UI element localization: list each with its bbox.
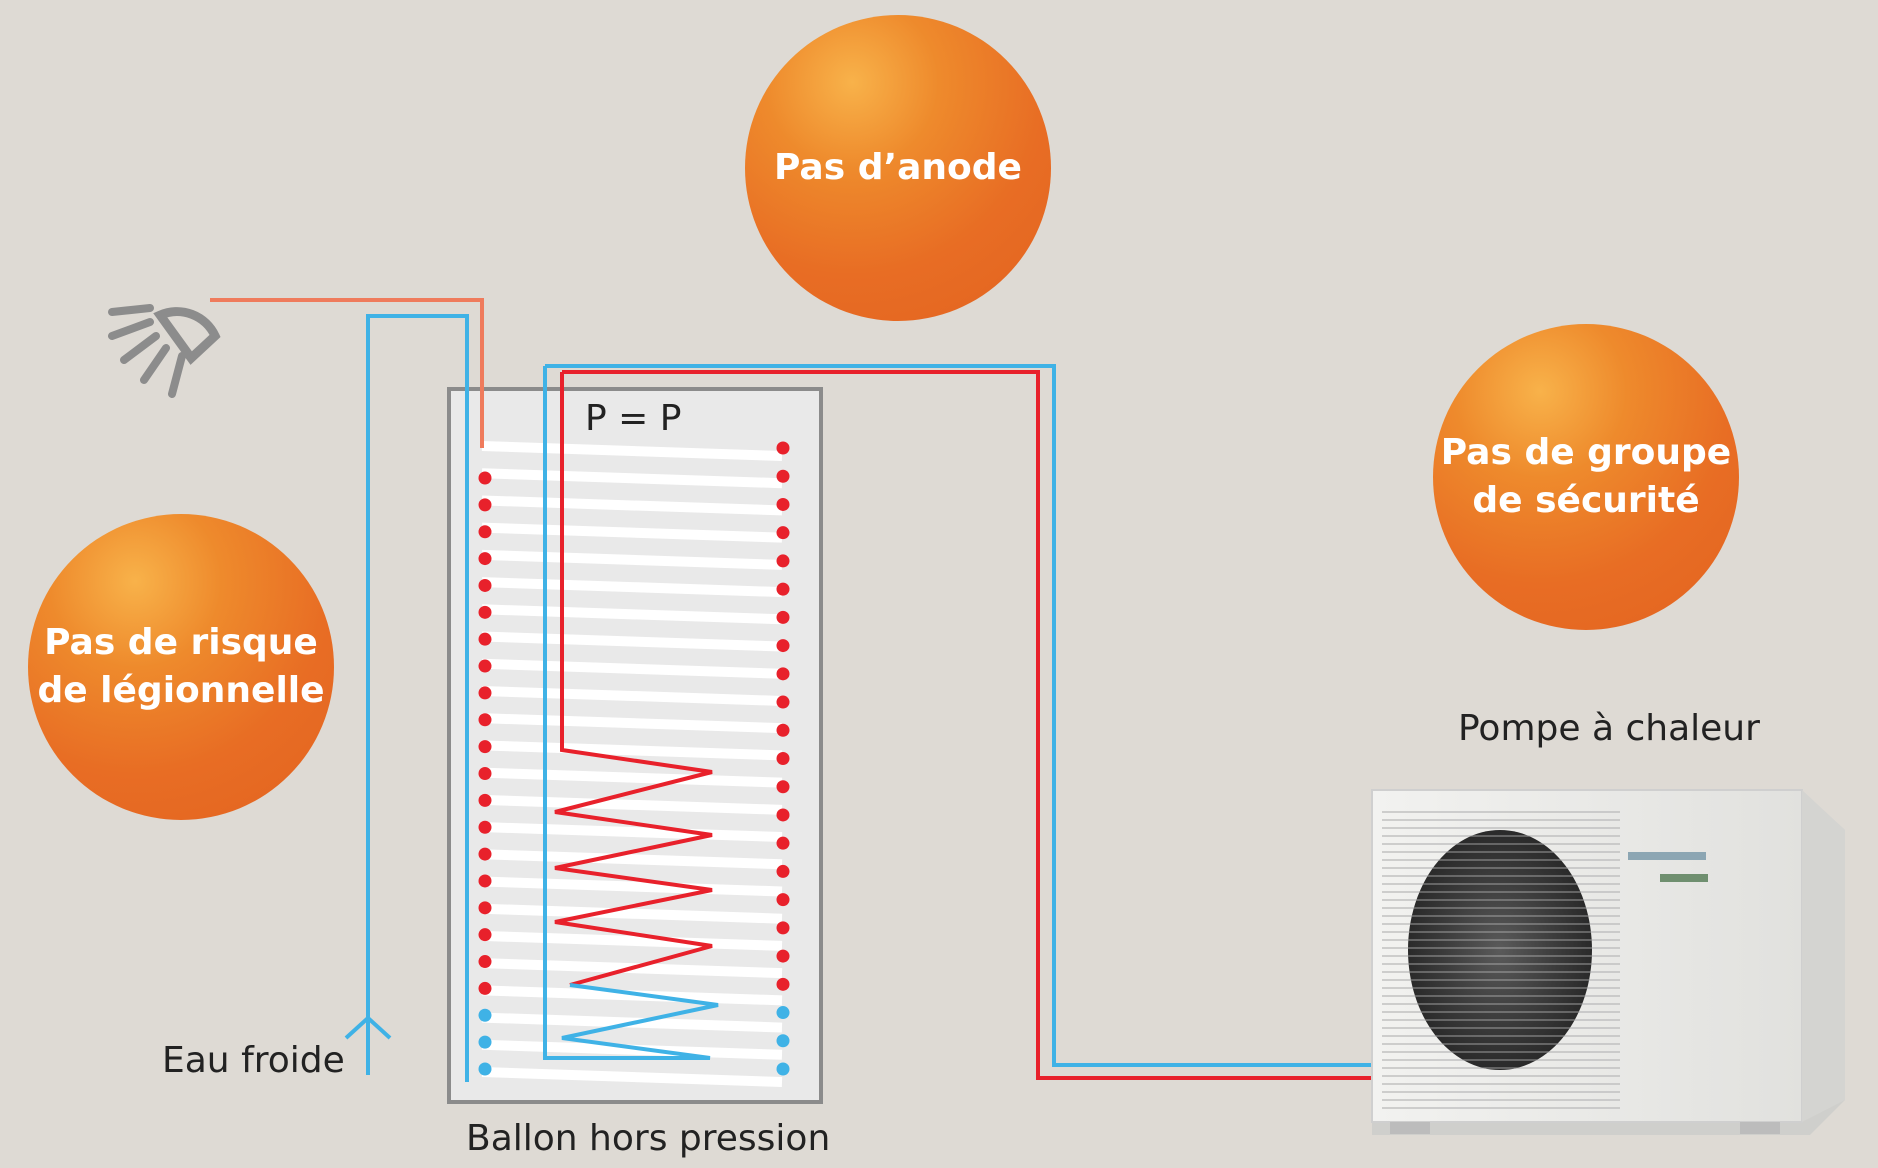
tank-dot bbox=[776, 639, 790, 653]
tank-dot bbox=[776, 836, 790, 850]
tank-layer-line bbox=[481, 658, 783, 679]
tank-dot bbox=[478, 659, 492, 673]
no-safety-group-line-2: de sécurité bbox=[1472, 480, 1700, 521]
tank-layer-line bbox=[481, 577, 783, 598]
tank-dot bbox=[776, 893, 790, 907]
cold-pipe-to-heat-pump bbox=[545, 364, 1372, 1067]
shower-head-icon bbox=[108, 304, 221, 398]
tank-layer-line bbox=[481, 740, 783, 761]
hot-coil bbox=[554, 372, 713, 987]
tank-dot bbox=[478, 498, 492, 512]
tank-dot bbox=[776, 977, 790, 991]
tank-dot bbox=[478, 713, 492, 727]
tank-dot bbox=[478, 767, 492, 780]
right-dot-column bbox=[776, 441, 790, 1076]
heat-pump-unit-icon bbox=[1371, 789, 1845, 1135]
tank-dot bbox=[776, 441, 790, 455]
arrow-up-icon bbox=[344, 1016, 392, 1040]
tank-dot bbox=[776, 1034, 790, 1048]
tank-dot bbox=[478, 928, 492, 942]
tank-layer-line bbox=[481, 822, 783, 843]
tank-layer-line bbox=[481, 849, 783, 870]
tank-layer-line bbox=[481, 1039, 783, 1060]
no-legionella-bubble: Pas de risque de légionnelle bbox=[28, 514, 334, 820]
no-anode-text: Pas d’anode bbox=[774, 147, 1022, 188]
tank-layers bbox=[481, 441, 783, 1087]
tank-dot bbox=[478, 552, 492, 566]
tank-dot bbox=[478, 981, 492, 995]
left-dot-column bbox=[478, 471, 492, 1076]
tank-dot bbox=[776, 1006, 790, 1020]
tank-dot bbox=[478, 874, 492, 888]
tank-dot bbox=[776, 1062, 790, 1076]
tank-layer-line bbox=[481, 713, 783, 734]
cold-coil bbox=[543, 366, 719, 1060]
tank-dot bbox=[478, 1008, 492, 1022]
pressure-label: P = P bbox=[585, 398, 682, 439]
tank-dot bbox=[478, 632, 492, 646]
tank-layer-line bbox=[481, 767, 783, 788]
tank-layer-line bbox=[481, 631, 783, 652]
tank-dot bbox=[776, 723, 790, 737]
no-legionella-line-1: Pas de risque bbox=[44, 622, 318, 663]
tank-layer-line bbox=[481, 930, 783, 951]
tank-dot bbox=[478, 740, 492, 754]
cold-water-inlet-pipe bbox=[366, 314, 469, 1082]
hot-pipe-to-heat-pump bbox=[562, 370, 1372, 1080]
tank-dot bbox=[478, 525, 492, 539]
storage-tank bbox=[447, 387, 823, 1104]
tank-dot bbox=[776, 921, 790, 935]
heat-pump-label: Pompe à chaleur bbox=[1458, 708, 1760, 749]
tank-layer-line bbox=[481, 604, 783, 625]
tank-layer-line bbox=[481, 495, 783, 516]
tank-layer-line bbox=[481, 549, 783, 570]
no-safety-group-bubble: Pas de groupe de sécurité bbox=[1433, 324, 1739, 630]
tank-dot bbox=[478, 1035, 492, 1049]
no-legionella-line-2: de légionnelle bbox=[37, 670, 325, 711]
no-anode-bubble: Pas d’anode bbox=[745, 15, 1051, 321]
tank-dot bbox=[478, 471, 492, 485]
tank-dot bbox=[478, 578, 492, 592]
tank-dot bbox=[478, 901, 492, 915]
tank-dot bbox=[776, 695, 790, 709]
tank-layer-line bbox=[481, 876, 783, 897]
tank-dot bbox=[776, 808, 790, 822]
tank-dot bbox=[478, 793, 492, 807]
tank-layer-line bbox=[481, 903, 783, 924]
cold-water-label: Eau froide bbox=[162, 1040, 345, 1081]
tank-layer-line bbox=[481, 1067, 783, 1087]
tank-dot bbox=[776, 864, 790, 878]
tank-dot bbox=[776, 526, 790, 540]
tank-dot bbox=[776, 582, 790, 596]
hot-water-outlet-pipe bbox=[210, 298, 484, 448]
tank-dot bbox=[478, 686, 492, 700]
tank-layer-line bbox=[481, 468, 783, 489]
tank-dot bbox=[776, 780, 790, 794]
tank-dot bbox=[776, 610, 790, 624]
tank-dot bbox=[478, 847, 492, 861]
tank-dot bbox=[478, 955, 492, 969]
tank-label: Ballon hors pression bbox=[466, 1118, 831, 1159]
tank-layer-line bbox=[481, 794, 783, 815]
tank-dot bbox=[776, 497, 790, 511]
tank-dot bbox=[478, 820, 492, 834]
tank-dot bbox=[776, 752, 790, 765]
tank-layer-line bbox=[481, 441, 783, 461]
tank-layer-line bbox=[481, 685, 783, 706]
tank-dot bbox=[776, 949, 790, 963]
no-safety-group-line-1: Pas de groupe bbox=[1440, 432, 1732, 473]
tank-dot bbox=[776, 554, 790, 568]
tank-dot bbox=[776, 667, 790, 681]
tank-dot bbox=[478, 605, 492, 619]
tank-dot bbox=[776, 469, 790, 483]
tank-layer-line bbox=[481, 522, 783, 543]
tank-dot bbox=[478, 1062, 492, 1076]
